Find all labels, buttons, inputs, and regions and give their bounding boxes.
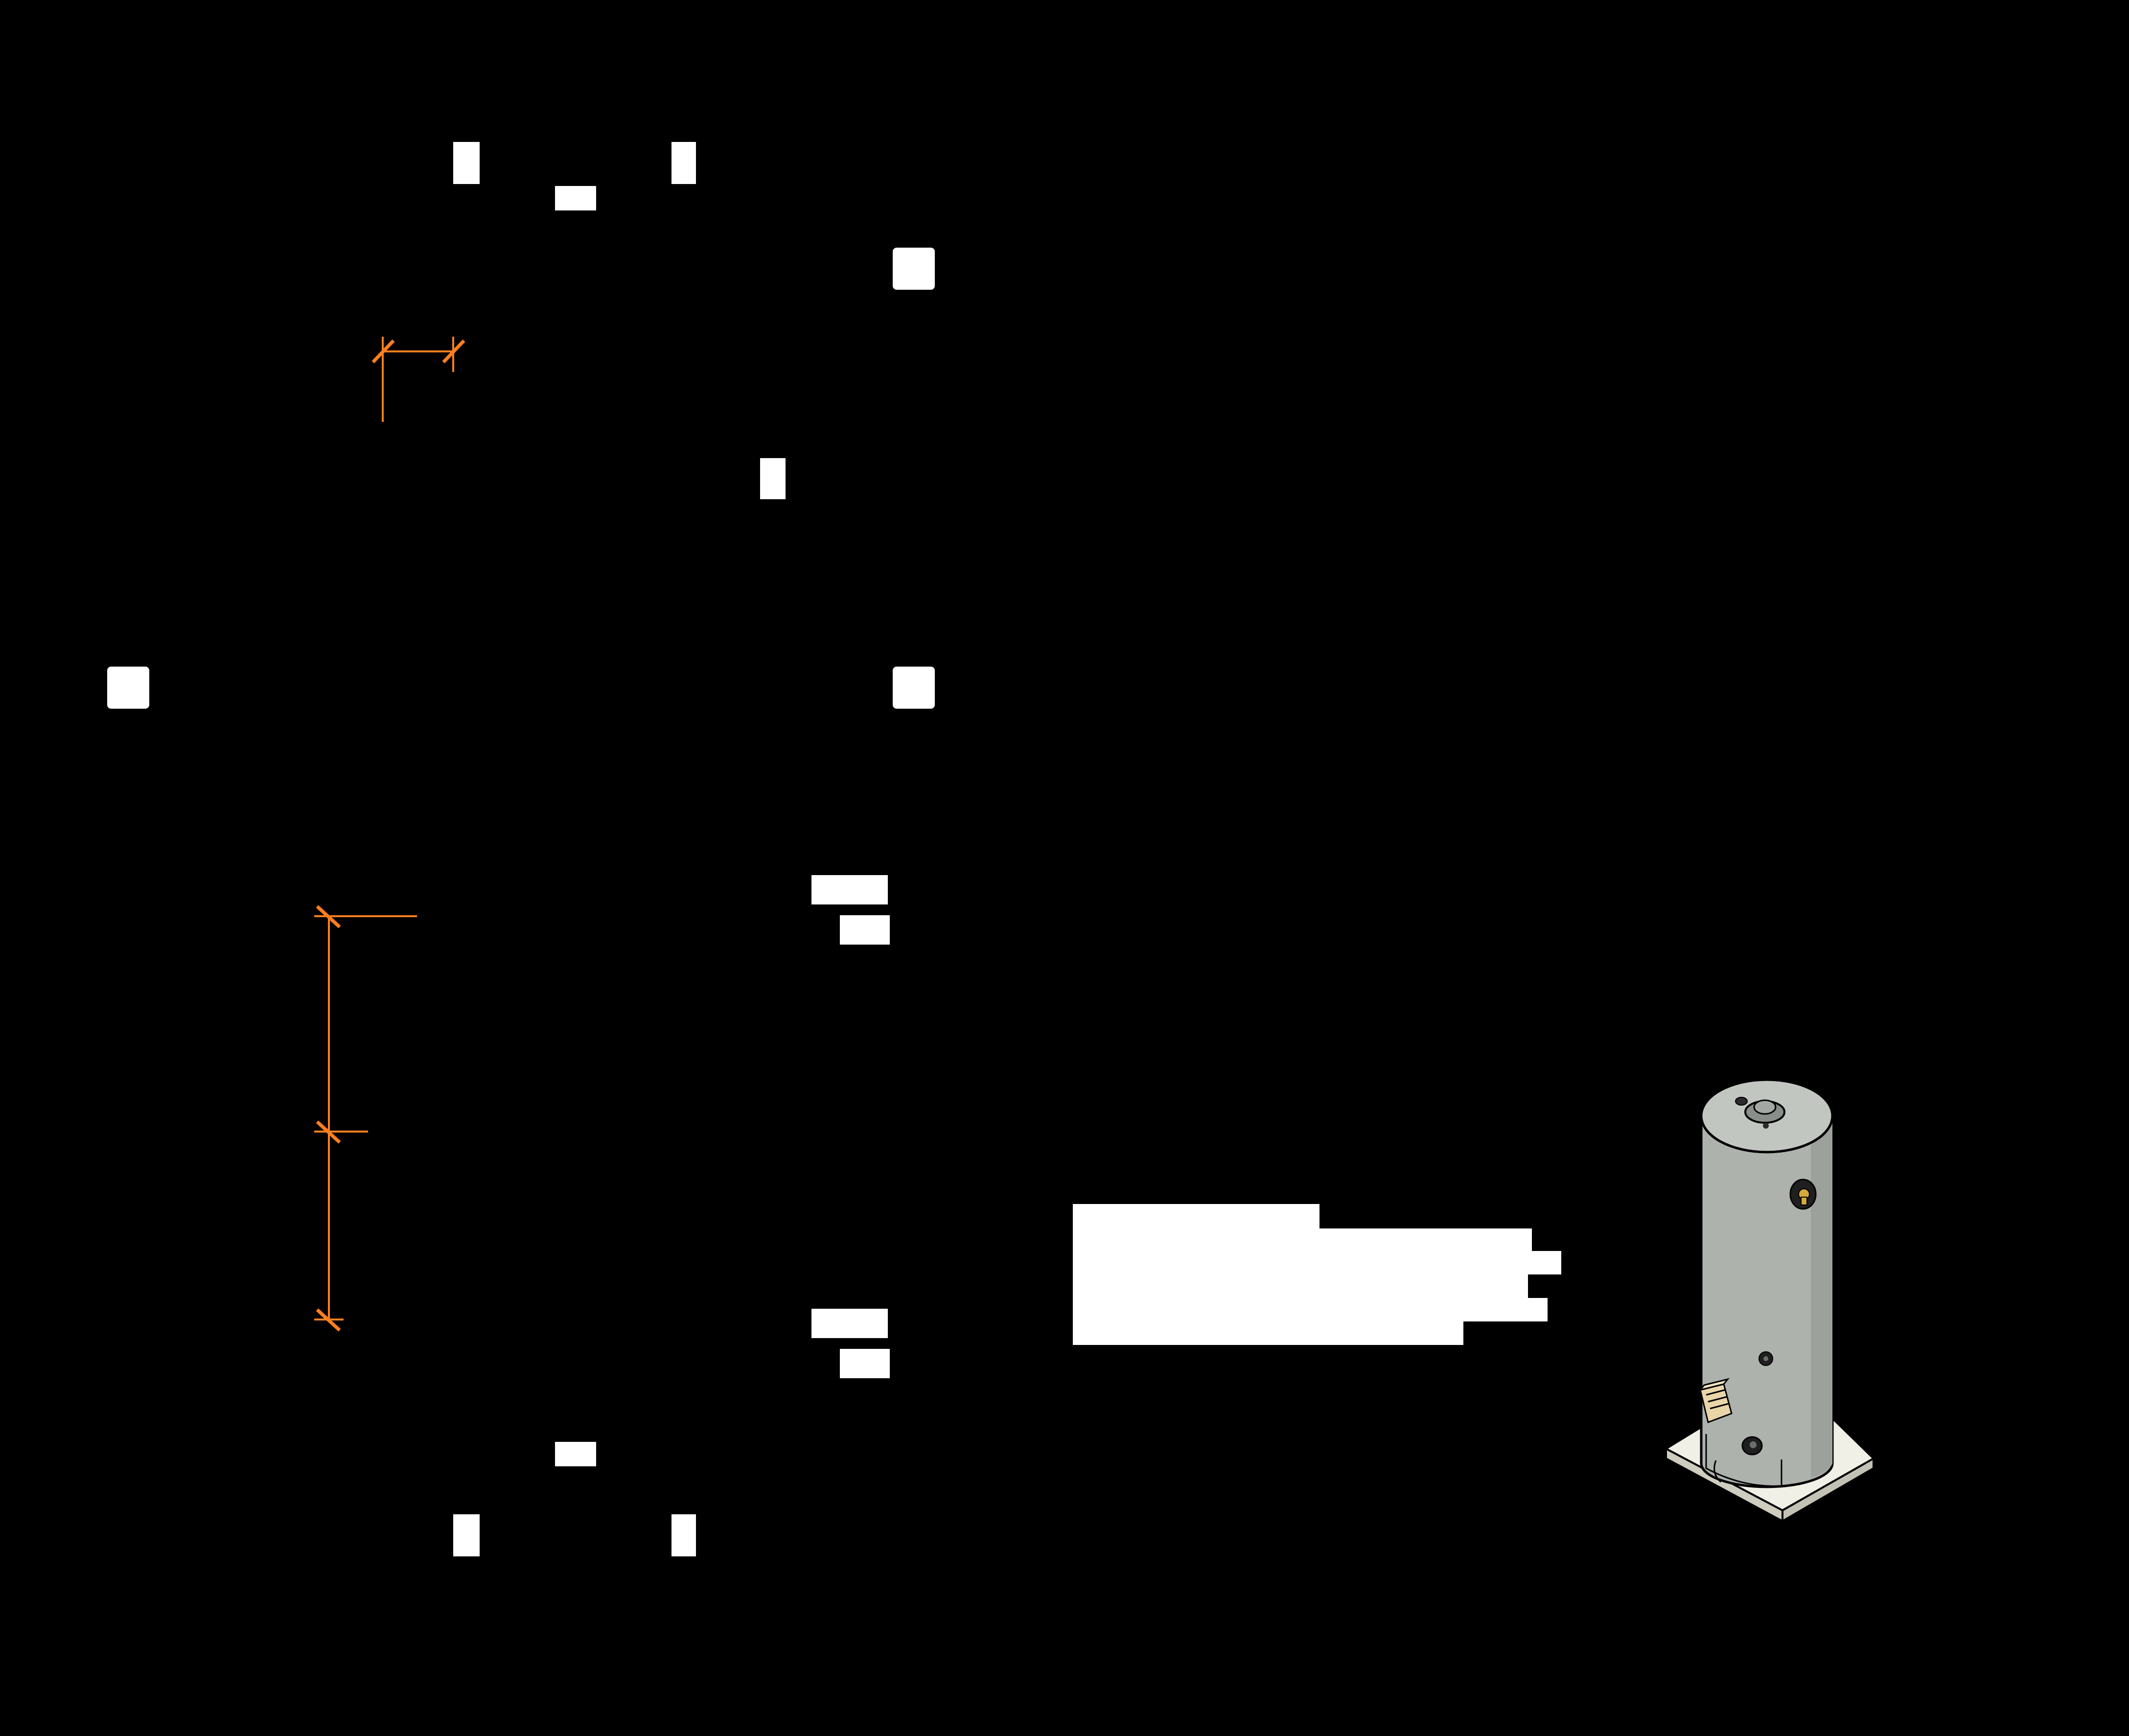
label-box-top-center: [555, 186, 596, 210]
anode-cap: [1753, 1099, 1777, 1115]
label-box-bottom-left-tag: [453, 1514, 480, 1556]
label-box-lower-dimension-a: [811, 1309, 888, 1338]
dimension-vertical-chain: [314, 905, 417, 1332]
label-box-lower-dimension-b: [840, 1349, 890, 1378]
top-small-fitting: [1763, 1123, 1769, 1129]
mid-fitting-core: [1763, 1356, 1768, 1361]
label-boxes: [107, 142, 1561, 1556]
thermostat-control-box-icon: [1698, 1378, 1733, 1423]
label-box-top-right-tag: [671, 142, 696, 184]
label-box-top-left-tag: [453, 142, 480, 184]
tank-shading: [1811, 1116, 1832, 1478]
relief-valve-icon: [1789, 1179, 1817, 1210]
label-box-left-square: [107, 667, 149, 709]
label-box-bottom-right-tag: [671, 1514, 696, 1556]
water-heater-icon: [1665, 1078, 1874, 1522]
dimension-horizontal-top: [371, 337, 465, 422]
label-box-bottom-center: [555, 1442, 596, 1466]
label-box-upper-dimension-a: [811, 875, 888, 904]
label-box-upper-right-square: [893, 248, 935, 290]
label-box-right-square: [893, 667, 935, 709]
access-panel: [1705, 1434, 1782, 1487]
label-box-notes-block: [1073, 1204, 1561, 1345]
vent-fitting: [1735, 1097, 1748, 1106]
drain-fitting-core: [1750, 1441, 1757, 1448]
dimension-lines: [314, 337, 465, 1332]
label-box-upper-dimension-b: [840, 915, 890, 945]
label-box-center-tag: [760, 458, 786, 499]
